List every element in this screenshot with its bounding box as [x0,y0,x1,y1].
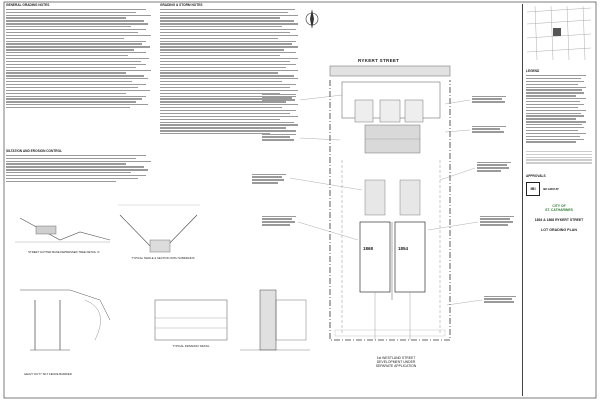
callout-right-3 [477,160,513,173]
detail-a-caption: STREET GUTTER BASE DEPRESSED TREE DETAIL… [28,250,100,254]
detail-b-drawing [118,204,200,253]
property-boundary [329,80,451,341]
detail-c-drawing [154,299,228,341]
north-arrow-icon [305,9,319,29]
callout-left-1 [262,92,298,102]
development-note: 1st WESTLAND STREET DEVELOPMENT UNDER SE… [375,356,417,368]
detail-a-drawing [15,217,111,243]
callout-left-3 [252,172,288,185]
approvals-heading: APPROVALS [526,173,546,178]
sheet-title: LOT GRADING PLAN [541,227,577,232]
lot-1854-house [394,221,426,293]
callout-left-2 [262,132,298,142]
grading-notes-heading: GRADING & STORM NOTES [160,3,203,7]
lot-1854-label: 1854 [398,246,409,251]
project-name: 1854 & 1868 RYKERT STREET [534,217,584,222]
callout-right-4 [480,214,516,227]
lot-1868-house [359,221,391,293]
detail-d-drawing [20,289,111,351]
callout-right-5 [484,294,518,304]
callout-right-2 [472,124,508,134]
callout-right-1 [472,94,508,104]
grading-notes: GRADING & STORM NOTES [160,3,300,136]
erosion-notes: SILTATION AND EROSION CONTROL [6,149,156,184]
legend-heading: LEGEND [526,69,540,73]
detail-c-caption: TYPICAL DRIVEWAY DETAIL [172,344,210,348]
detail-e-drawing [240,289,310,351]
erosion-notes-heading: SILTATION AND EROSION CONTROL [6,149,63,153]
firm-logo: IBI [526,181,540,196]
title-block: LEGEND APPROVALS IBI IBI GROUP CITY OF S… [522,4,595,396]
callout-left-4 [262,214,298,227]
city-name: CITY OF ST. CATHARINES [545,203,573,212]
firm-name: IBI GROUP [543,186,559,191]
road-strip [329,65,451,77]
general-notes-heading: GENERAL GRADING NOTES [6,3,50,7]
street-name-label: RYKERT STREET [358,58,400,63]
detail-b-caption: TYPICAL SWALE & SECTION WITH SUBDRAINS [131,256,195,260]
lot-1868-label: 1868 [363,246,374,251]
detail-d-caption: HEAVY DUTY SILT FENCE BARRIER [24,372,72,376]
key-map [526,5,592,61]
legend-items [526,75,592,143]
general-notes: GENERAL GRADING NOTES [6,3,156,110]
revision-table [526,150,592,164]
